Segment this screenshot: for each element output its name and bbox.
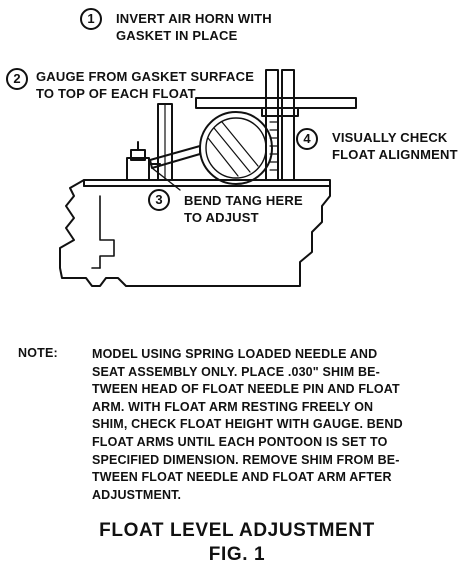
- step-4-text: VISUALLY CHECK FLOAT ALIGNMENT: [332, 130, 458, 162]
- gauge-post-right: [281, 69, 295, 181]
- figure-title: FLOAT LEVEL ADJUSTMENT: [99, 520, 375, 541]
- tang-leader: [151, 167, 181, 191]
- inner-fitting: [99, 195, 115, 269]
- step-1-number: 1: [80, 8, 102, 30]
- note-label: NOTE:: [18, 346, 58, 360]
- step-2-text: GAUGE FROM GASKET SURFACE TO TOP OF EACH…: [36, 69, 255, 101]
- gauge-slide: [261, 107, 299, 117]
- needle-seat: [126, 157, 150, 181]
- step-2-number: 2: [6, 68, 28, 90]
- note-text: MODEL USING SPRING LOADED NEEDLE AND SEA…: [92, 347, 403, 502]
- step-3-text: BEND TANG HERE TO ADJUST: [184, 193, 303, 225]
- gauge-scale: [269, 121, 279, 171]
- step-4-number: 4: [296, 128, 318, 150]
- air-horn-body: [59, 179, 331, 287]
- step-3-number: 3: [148, 189, 170, 211]
- step-1-text: INVERT AIR HORN WITH GASKET IN PLACE: [116, 11, 272, 43]
- float-pontoon: [199, 111, 273, 185]
- figure-label: FIG. 1: [208, 544, 266, 565]
